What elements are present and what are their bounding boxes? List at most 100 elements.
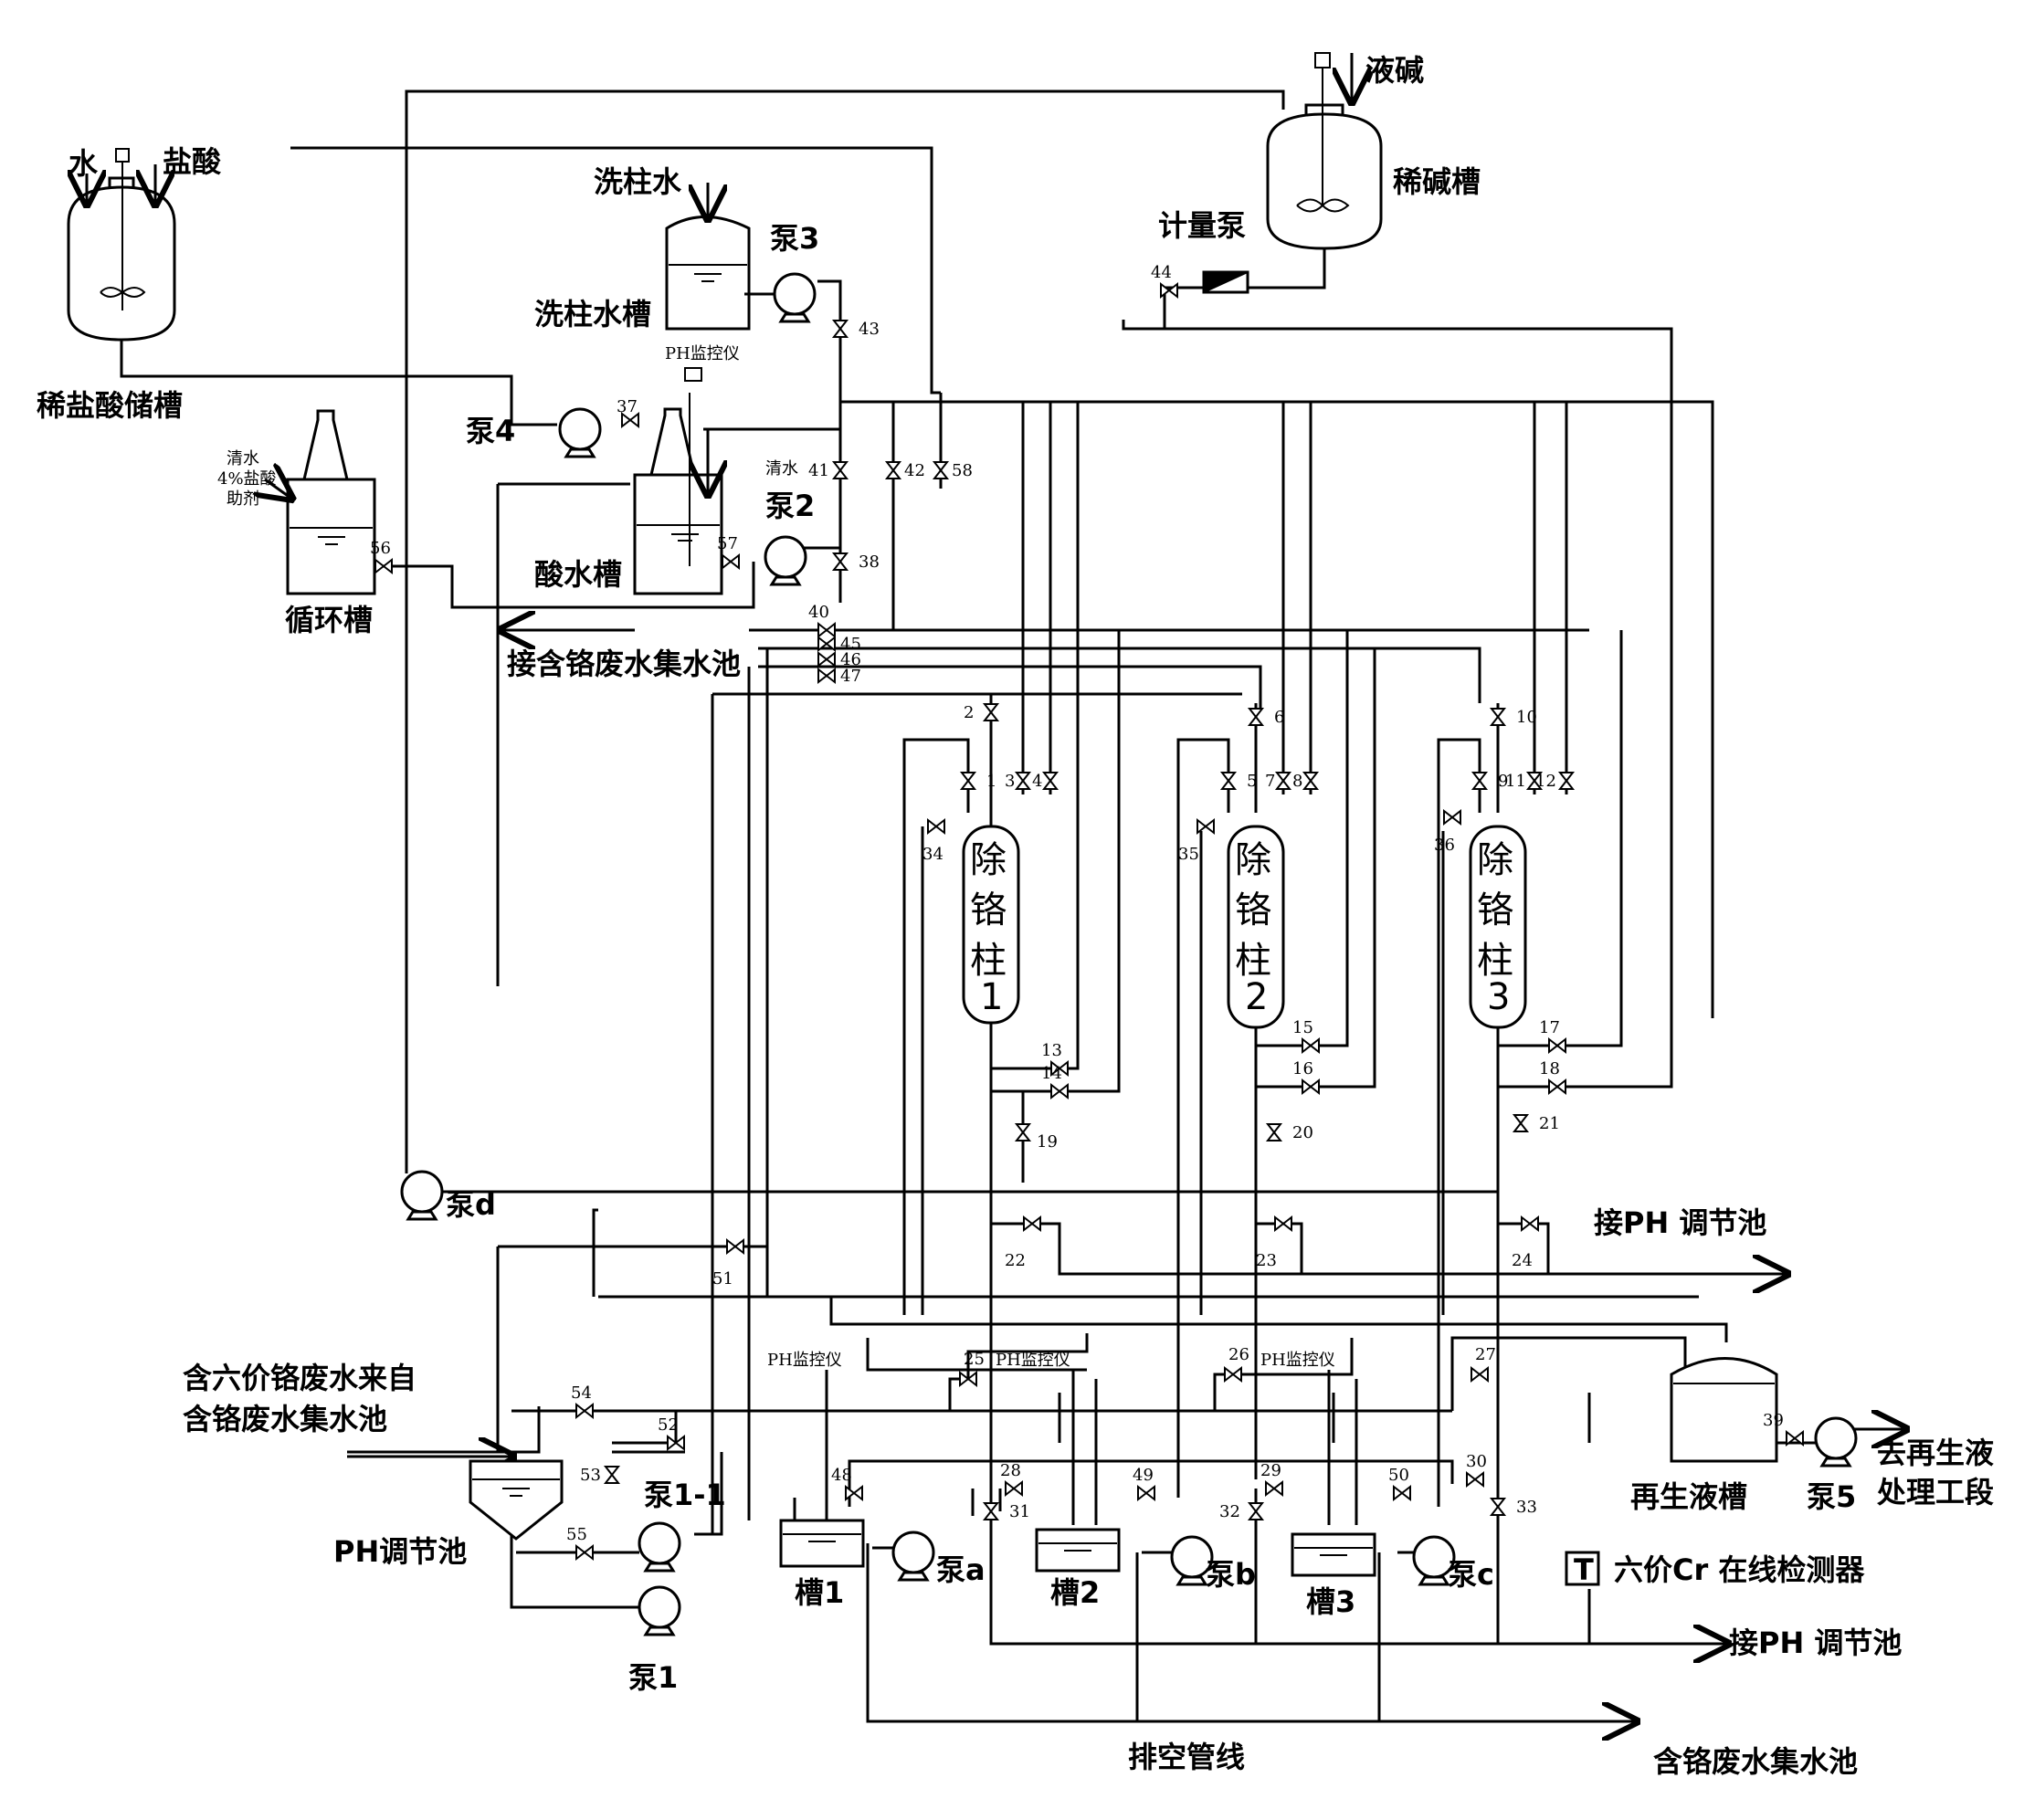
acid-water-tank (633, 367, 722, 595)
valve-label-24: 24 (1512, 1251, 1533, 1270)
valve-label-22: 22 (1005, 1251, 1026, 1270)
label-to-ph-pool-1: 接PH 调节池 (1594, 1205, 1766, 1240)
valve-label-3: 3 (1005, 772, 1015, 791)
valve-51: 51 (712, 1237, 744, 1289)
pumps (400, 272, 1858, 1636)
cr6-detector-box (1565, 1551, 1600, 1586)
valve-label-29: 29 (1260, 1461, 1281, 1480)
label-pump-d: 泵d (446, 1187, 496, 1222)
valve-label-51: 51 (712, 1269, 733, 1289)
valve-15: 15 (1292, 1018, 1320, 1055)
labels: 水 盐酸 稀盐酸储槽 液碱 稀碱槽 计量泵 洗柱水 洗柱水槽 泵3 泵4 泵2 … (37, 53, 1994, 1779)
regeneration-tank (1670, 1357, 1778, 1463)
valve-25: 25 (959, 1350, 985, 1388)
valve-58: 58 (932, 461, 973, 480)
column-3-char-3: 柱 (1477, 940, 1513, 982)
column-3-char-2: 铬 (1477, 889, 1513, 931)
label-ph-monitor-3: PH监控仪 (1260, 1351, 1335, 1370)
dilute-hcl-storage-tank (67, 148, 176, 342)
valve-57: 57 (717, 534, 740, 571)
valve-label-27: 27 (1475, 1345, 1496, 1364)
label-dilute-hcl-tank: 稀盐酸储槽 (37, 388, 183, 423)
valve-label-38: 38 (859, 552, 880, 572)
valve-label-53: 53 (580, 1466, 601, 1485)
label-pump-b: 泵b (1206, 1557, 1256, 1592)
piping (120, 89, 1904, 1721)
valve-39: 39 (1763, 1411, 1804, 1447)
valve-label-50: 50 (1388, 1466, 1409, 1485)
valve-label-41: 41 (808, 461, 829, 480)
valve-label-45: 45 (840, 635, 861, 654)
valve-3: 3 (1005, 772, 1032, 791)
label-pump-a: 泵a (936, 1552, 986, 1587)
valve-12: 12 (1535, 772, 1576, 791)
valve-label-42: 42 (904, 461, 925, 480)
label-tank2: 槽2 (1050, 1575, 1100, 1610)
valve-5: 5 (1219, 772, 1257, 791)
valve-52: 52 (658, 1415, 685, 1452)
column-2-number: 2 (1245, 976, 1268, 1018)
pump-1 (638, 1585, 681, 1636)
valve-label-5: 5 (1247, 772, 1257, 791)
valve-label-56: 56 (370, 539, 391, 558)
label-metering-pump: 计量泵 (1158, 208, 1246, 243)
valve-8: 8 (1292, 772, 1320, 791)
valve-7: 7 (1265, 772, 1292, 791)
valve-2: 2 (964, 703, 1000, 722)
valve-43: 43 (831, 320, 880, 339)
pump-2 (764, 535, 807, 586)
valve-label-16: 16 (1292, 1059, 1313, 1078)
valve-4: 4 (1032, 772, 1059, 791)
valve-label-47: 47 (840, 667, 861, 686)
label-detector-mark: T (1574, 1552, 1594, 1587)
valve-label-18: 18 (1539, 1059, 1560, 1078)
valve-35: 35 (1178, 817, 1215, 864)
valve-label-43: 43 (859, 320, 880, 339)
pump-4 (558, 407, 602, 458)
valve-label-35: 35 (1178, 845, 1199, 864)
valve-30: 30 (1466, 1452, 1487, 1489)
column-2 (1227, 825, 1285, 1029)
valve-29: 29 (1260, 1461, 1283, 1498)
valve-16: 16 (1292, 1059, 1320, 1096)
label-wash-water-tank: 洗柱水槽 (534, 297, 651, 331)
valve-label-23: 23 (1256, 1251, 1277, 1270)
valve-23: 23 (1256, 1215, 1292, 1270)
label-clean-water-2: 清水 (765, 459, 798, 479)
label-to-ph-pool-2: 接PH 调节池 (1729, 1625, 1902, 1660)
dilute-alkali-tank (1266, 52, 1383, 250)
valve-label-8: 8 (1292, 772, 1302, 791)
column-2-char-2: 铬 (1235, 889, 1271, 931)
label-circ-tank: 循环槽 (285, 603, 373, 637)
valve-label-7: 7 (1265, 772, 1275, 791)
valve-36: 36 (1434, 808, 1461, 855)
valve-label-31: 31 (1009, 1502, 1030, 1521)
valve-50: 50 (1388, 1466, 1411, 1502)
pump-c (1412, 1535, 1456, 1586)
pump-1-1 (638, 1521, 681, 1573)
label-clean-water: 清水 (227, 449, 259, 468)
valve-label-48: 48 (831, 1466, 852, 1485)
column-1-char-2: 铬 (970, 889, 1007, 931)
column-2-char-1: 除 (1235, 839, 1271, 881)
valve-label-39: 39 (1763, 1411, 1784, 1430)
valve-34: 34 (922, 817, 945, 864)
label-inflow-2: 含铬废水集水池 (183, 1402, 387, 1436)
valve-9: 9 (1471, 772, 1508, 791)
label-to-regen-1: 去再生液 (1877, 1436, 1994, 1470)
valve-11: 11 (1505, 772, 1544, 791)
valve-24: 24 (1512, 1215, 1539, 1270)
label-caustic: 液碱 (1365, 53, 1424, 88)
valve-17: 17 (1539, 1018, 1566, 1055)
label-pump-c: 泵c (1448, 1557, 1494, 1592)
valve-10: 10 (1489, 708, 1537, 727)
label-additive: 助剂 (227, 489, 259, 509)
valve-label-49: 49 (1133, 1466, 1154, 1485)
label-acid-water-tank: 酸水槽 (534, 557, 622, 592)
tank-3 (1291, 1532, 1376, 1577)
column-1-number: 1 (980, 976, 1003, 1018)
valve-31: 31 (982, 1502, 1030, 1521)
circulation-tank (265, 409, 376, 595)
label-water: 水 (69, 146, 99, 181)
